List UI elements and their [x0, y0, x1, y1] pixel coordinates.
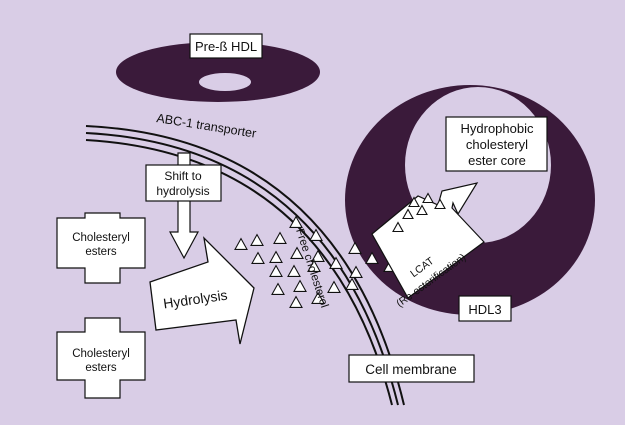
cholesterol-triangle [234, 237, 248, 250]
cholesterol-triangle [402, 208, 414, 220]
hydrophobic-core-line1: Hydrophobic [461, 121, 534, 136]
cholesterol-triangle [408, 196, 420, 208]
cholesterol-triangle [287, 264, 301, 277]
shift-to-hydrolysis: Shift to hydrolysis [145, 152, 222, 260]
free-cholesterol-triangles [234, 215, 397, 308]
hydrolysis-arrow: Hydrolysis [149, 236, 255, 345]
pre-beta-hdl-particle: Pre-ß HDL [116, 33, 320, 102]
cholesterol-triangle [311, 291, 325, 304]
cholesterol-triangle [422, 192, 434, 204]
cholesterol-triangle [327, 280, 341, 293]
cholesteryl-esters-2-shape [56, 317, 146, 399]
cholesteryl-esters-1-line2: esters [85, 246, 117, 258]
cholesterol-triangle [311, 249, 325, 262]
membrane-line-1 [85, 125, 405, 406]
cholesteryl-esters-1-line1: Cholesteryl [72, 232, 130, 244]
cholesterol-triangle [251, 251, 265, 264]
hydrophobic-core-line2: cholesteryl [466, 137, 528, 152]
shift-label-box [145, 164, 222, 202]
hydrophobic-core: Hydrophobic cholesteryl ester core [445, 116, 548, 172]
hydrophobic-core-box [445, 116, 548, 172]
cholesterol-triangle [416, 204, 428, 216]
cholesteryl-esters-2-line2: esters [85, 362, 117, 374]
membrane-line-3 [85, 139, 393, 406]
cholesteryl-esters-2: Cholesteryl esters [56, 317, 146, 399]
cholesterol-triangle [271, 282, 285, 295]
hdl3-label: HDL3 [468, 302, 501, 317]
pre-beta-hdl-disc [116, 42, 320, 102]
membrane-line-2 [85, 132, 399, 406]
cholesterol-triangle [392, 221, 404, 233]
cholesteryl-esters-2-line1: Cholesteryl [72, 348, 130, 360]
cholesterol-triangle [365, 251, 379, 264]
hdl3-label-group: HDL3 [458, 295, 512, 322]
hydrophobic-core-line3: ester core [468, 153, 526, 168]
cholesterol-triangle [348, 241, 362, 254]
cholesterol-triangle [250, 233, 264, 246]
lcat-triangles [392, 192, 446, 233]
cholesterol-triangle [269, 264, 283, 277]
pre-beta-hdl-label: Pre-ß HDL [195, 39, 257, 54]
cell-membrane-label: Cell membrane [365, 362, 457, 377]
cholesterol-triangle [307, 259, 321, 272]
cell-membrane-label-box [348, 354, 475, 383]
cholesteryl-esters-1: Cholesteryl esters [56, 212, 146, 284]
cell-membrane-lines [85, 125, 405, 406]
cholesterol-triangle [329, 256, 343, 269]
shift-label-line1: Shift to [164, 169, 202, 183]
cholesterol-triangle [434, 198, 446, 210]
cholesterol-triangle [289, 295, 303, 308]
hdl3-label-box [458, 295, 512, 322]
hydrolysis-arrow-shape [149, 236, 255, 345]
cholesterol-triangle [345, 277, 359, 290]
cholesteryl-esters-1-shape [56, 212, 146, 284]
cholesterol-triangle [309, 228, 323, 241]
cholesterol-triangle [289, 215, 303, 228]
cell-membrane-label-group: Cell membrane [348, 354, 475, 383]
cholesterol-triangle [269, 250, 283, 263]
shift-label-line2: hydrolysis [156, 184, 209, 198]
pre-beta-hdl-label-box [189, 33, 263, 59]
cholesterol-triangle [293, 279, 307, 292]
cholesterol-triangle [273, 231, 287, 244]
cholesterol-triangle [349, 265, 363, 278]
cholesterol-triangle [290, 246, 304, 259]
pre-beta-hdl-hole [199, 73, 251, 91]
